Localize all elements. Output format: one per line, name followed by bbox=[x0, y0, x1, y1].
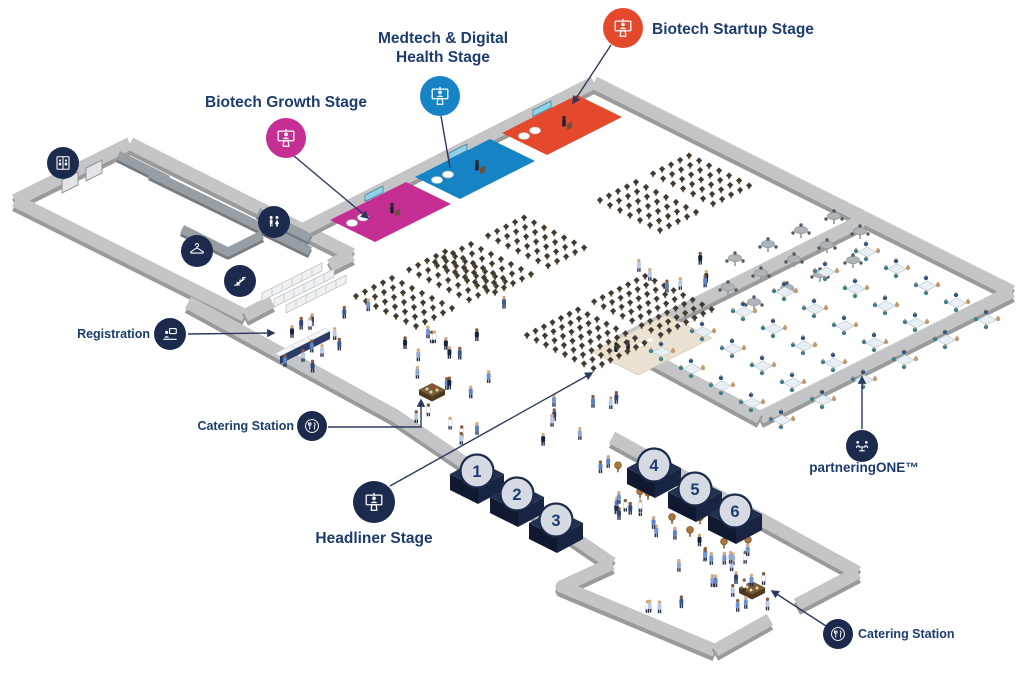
registration-label: Registration bbox=[77, 327, 150, 341]
leader-line bbox=[572, 44, 612, 105]
catering-right-label: Catering Station bbox=[858, 627, 955, 641]
booth-number: 5 bbox=[690, 481, 699, 499]
map-labels: Biotech Growth Stage Medtech & Digital H… bbox=[47, 8, 955, 649]
attendee-crowd bbox=[283, 251, 770, 614]
label-registration: Registration bbox=[77, 318, 276, 350]
label-headliner: Headliner Stage bbox=[315, 372, 594, 547]
facility-restroom bbox=[258, 206, 290, 238]
label-biotech-startup: Biotech Startup Stage bbox=[572, 8, 814, 105]
booth-number: 1 bbox=[472, 463, 481, 481]
leader-line bbox=[293, 155, 370, 220]
leader-line bbox=[440, 115, 451, 169]
leader-line bbox=[389, 372, 594, 487]
leader-line bbox=[187, 328, 276, 338]
booth-number: 2 bbox=[512, 486, 521, 504]
facility-escalator bbox=[224, 265, 256, 297]
catering-left-icon bbox=[297, 411, 327, 441]
leader-line bbox=[770, 590, 827, 627]
restroom-icon-circle bbox=[258, 206, 290, 238]
facility-elevator bbox=[47, 147, 79, 179]
medtech-stage-label-line2: Health Stage bbox=[396, 49, 490, 66]
label-partnering-one: partneringONE™ bbox=[809, 375, 919, 475]
booth-number: 4 bbox=[649, 457, 659, 475]
biotech-startup-stage-floor bbox=[502, 95, 622, 155]
tables bbox=[614, 209, 1001, 549]
medtech-stage-floor bbox=[415, 139, 535, 199]
biotech-growth-stage-label: Biotech Growth Stage bbox=[205, 94, 367, 111]
facility-cloakroom bbox=[181, 235, 213, 267]
booth-number: 6 bbox=[730, 503, 739, 521]
medtech-stage-label-line1: Medtech & Digital bbox=[378, 30, 508, 47]
label-biotech-growth: Biotech Growth Stage bbox=[205, 94, 370, 220]
partnering-one-icon bbox=[846, 430, 878, 462]
service-desks bbox=[274, 328, 766, 600]
headliner-stage-label: Headliner Stage bbox=[315, 530, 433, 547]
label-catering-left: Catering Station bbox=[197, 398, 426, 441]
partnering-one-label: partneringONE™ bbox=[809, 460, 919, 475]
label-catering-right: Catering Station bbox=[770, 590, 955, 649]
catering-left-label: Catering Station bbox=[197, 419, 294, 433]
booth-number: 3 bbox=[551, 512, 560, 530]
leader-line bbox=[328, 398, 426, 428]
cloakroom-icon-circle bbox=[181, 235, 213, 267]
fixtures bbox=[61, 100, 552, 314]
catering-right-icon bbox=[823, 619, 853, 649]
numbered-booths: 1 2 3 4 5 6 bbox=[450, 447, 762, 553]
label-medtech: Medtech & Digital Health Stage bbox=[378, 30, 508, 169]
biotech-startup-stage-label: Biotech Startup Stage bbox=[652, 21, 814, 38]
